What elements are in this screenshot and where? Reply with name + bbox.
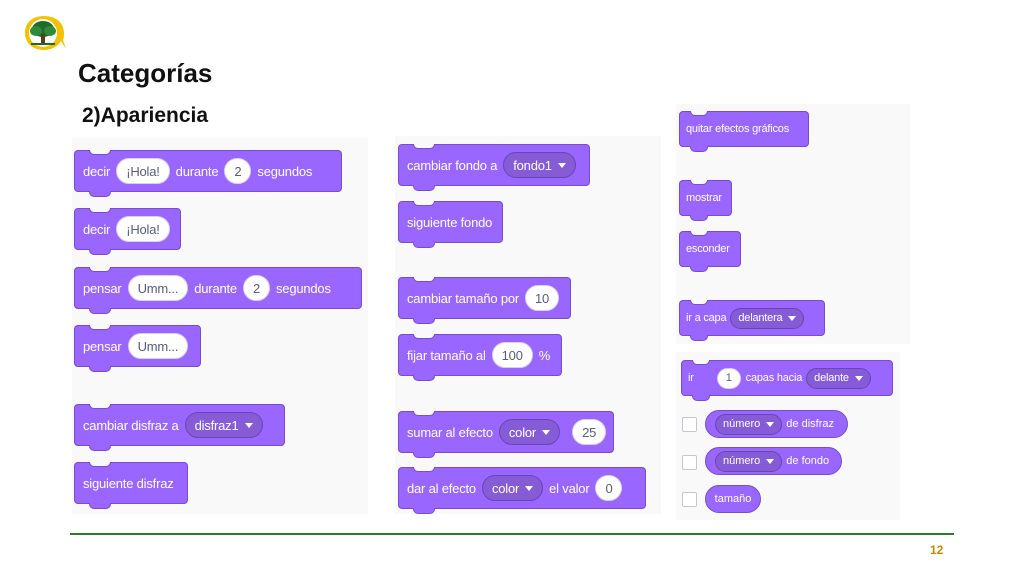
block-text: pensar [83,280,122,296]
page-title: Categorías [78,58,213,88]
backdrop-number-reporter[interactable]: número de fondo [705,447,842,475]
institution-logo-icon [25,16,66,50]
block-text: segundos [275,280,331,296]
block-text: cambiar tamaño por [407,290,520,306]
block-text: capas hacia [745,372,803,384]
block-text: decir [83,163,111,179]
block-text: % [538,347,551,363]
page-number: 12 [930,543,944,557]
seconds-input[interactable]: 2 [224,158,252,184]
costume-number-checkbox[interactable] [682,417,697,432]
think-block[interactable]: pensar Umm... [74,325,201,372]
say-block[interactable]: decir ¡Hola! [74,208,181,255]
effect-value-input[interactable]: 0 [595,475,623,501]
switch-backdrop-block[interactable]: cambiar fondo a fondo1 [398,144,590,191]
block-text: quitar efectos gráficos [686,123,790,135]
message-input[interactable]: ¡Hola! [116,158,170,184]
caret-down-icon [854,375,863,381]
show-block[interactable]: mostrar [679,180,732,221]
change-size-block[interactable]: cambiar tamaño por 10 [398,277,571,324]
effect-amount-input[interactable]: 25 [572,419,607,445]
say-for-secs-block[interactable]: decir ¡Hola! durante 2 segundos [74,150,342,197]
block-text: mostrar [686,192,722,204]
switch-costume-block[interactable]: cambiar disfraz a disfraz1 [74,404,285,451]
block-text: decir [83,221,111,237]
size-change-input[interactable]: 10 [525,285,560,311]
number-name-dropdown[interactable]: número [715,413,783,435]
go-layers-block[interactable]: ir 1 capas hacia delante [681,360,893,401]
think-for-secs-block[interactable]: pensar Umm... durante 2 segundos [74,267,362,314]
size-reporter[interactable]: tamaño [705,485,761,513]
block-text: esconder [686,243,730,255]
block-text: siguiente disfraz [83,475,174,491]
number-name-dropdown[interactable]: número [715,450,783,472]
size-percent-input[interactable]: 100 [491,342,533,368]
section-subtitle: 2)Apariencia [82,104,209,127]
caret-down-icon [766,421,775,427]
effect-dropdown[interactable]: color [481,475,544,501]
effect-dropdown[interactable]: color [498,419,561,445]
costume-dropdown[interactable]: disfraz1 [184,412,263,438]
set-effect-block[interactable]: dar al efecto color el valor 0 [398,467,646,514]
block-text: pensar [83,338,122,354]
dropdown-value: color [508,424,537,440]
caret-down-icon [244,422,253,428]
block-text: ir a capa [686,312,727,324]
layers-count-input[interactable]: 1 [716,367,741,389]
dropdown-value: número [723,418,761,430]
block-text: de disfraz [786,418,834,430]
palette-panel-2 [395,136,661,514]
footer-divider [70,533,954,535]
block-text: durante [194,280,237,296]
block-text: cambiar fondo a [407,157,498,173]
next-backdrop-block[interactable]: siguiente fondo [398,201,503,248]
block-text: el valor [549,480,590,496]
costume-number-reporter[interactable]: número de disfraz [705,410,848,438]
dropdown-value: delante [814,372,849,384]
direction-dropdown[interactable]: delante [806,367,871,389]
hide-block[interactable]: esconder [679,231,741,272]
change-effect-block[interactable]: sumar al efecto color 25 [398,411,614,458]
caret-down-icon [542,429,551,435]
dropdown-value: disfraz1 [194,417,239,433]
next-costume-block[interactable]: siguiente disfraz [74,462,188,509]
set-size-block[interactable]: fijar tamaño al 100 % [398,334,562,381]
block-text: sumar al efecto [407,424,493,440]
dropdown-value: color [491,480,520,496]
caret-down-icon [766,458,775,464]
layer-dropdown[interactable]: delantera [730,307,805,329]
dropdown-value: fondo1 [513,157,552,173]
block-text: de fondo [786,455,830,467]
dropdown-value: delantera [738,312,783,324]
clear-graphic-effects-block[interactable]: quitar efectos gráficos [679,111,809,152]
block-text: segundos [257,163,313,179]
size-checkbox[interactable] [682,492,697,507]
caret-down-icon [557,162,566,168]
caret-down-icon [788,315,797,321]
block-text: fijar tamaño al [407,347,486,363]
block-text: cambiar disfraz a [83,417,179,433]
thought-input[interactable]: Umm... [127,333,189,359]
backdrop-number-checkbox[interactable] [682,455,697,470]
block-text: dar al efecto [407,480,476,496]
seconds-input[interactable]: 2 [242,275,270,301]
dropdown-value: número [723,455,761,467]
block-text: ir [688,372,694,384]
go-to-layer-block[interactable]: ir a capa delantera [679,300,825,341]
block-text: tamaño [714,493,752,505]
thought-input[interactable]: Umm... [127,275,189,301]
message-input[interactable]: ¡Hola! [116,216,170,242]
block-text: durante [175,163,219,179]
caret-down-icon [525,485,534,491]
backdrop-dropdown[interactable]: fondo1 [503,152,576,178]
block-text: siguiente fondo [407,214,493,230]
